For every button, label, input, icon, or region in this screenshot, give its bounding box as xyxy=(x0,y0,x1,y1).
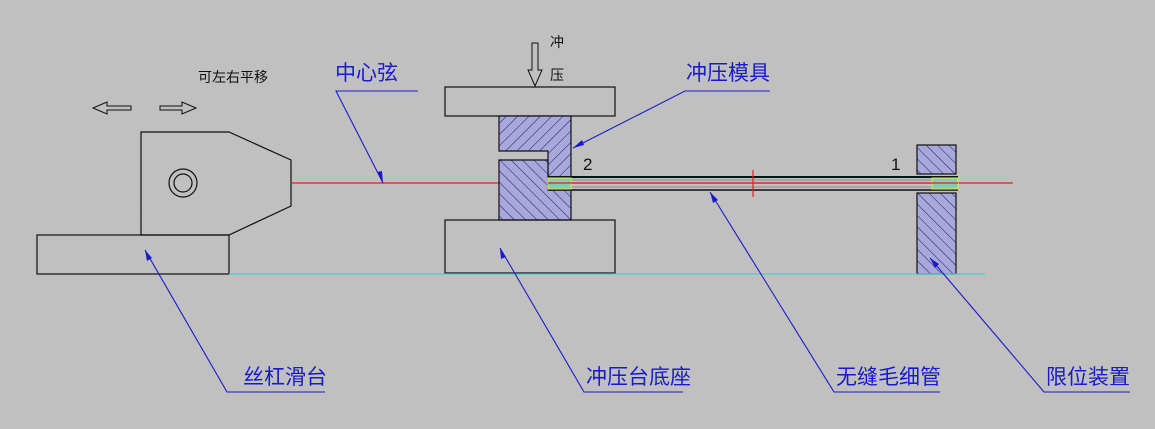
limit-device-label: 限位装置 xyxy=(1046,365,1130,389)
stamping-die-label: 冲压模具 xyxy=(686,61,770,85)
lead-screw-slide xyxy=(36,131,292,275)
press-top-plate xyxy=(444,86,616,117)
seamless-capillary-tube xyxy=(547,170,959,197)
right-arrow-icon xyxy=(159,101,198,115)
press-base xyxy=(444,219,616,274)
movable-note: 可左右平移 xyxy=(198,70,268,86)
stamping-die xyxy=(498,115,572,221)
point-2-label: 2 xyxy=(583,155,592,174)
center-line-label: 中心弦 xyxy=(335,61,398,85)
limit-device xyxy=(916,144,957,275)
leader-arrowheads xyxy=(145,140,939,268)
press-char-1: 冲 xyxy=(550,35,564,51)
point-1-label: 1 xyxy=(891,155,900,174)
press-base-label: 冲压台底座 xyxy=(586,365,691,389)
leader-lines xyxy=(144,90,1130,393)
press-down-arrow-icon xyxy=(527,42,543,88)
left-arrow-icon xyxy=(91,101,132,115)
press-char-2: 压 xyxy=(550,68,564,84)
lead-screw-slide-label: 丝杠滑台 xyxy=(243,365,327,389)
seamless-capillary-label: 无缝毛细管 xyxy=(836,365,941,389)
